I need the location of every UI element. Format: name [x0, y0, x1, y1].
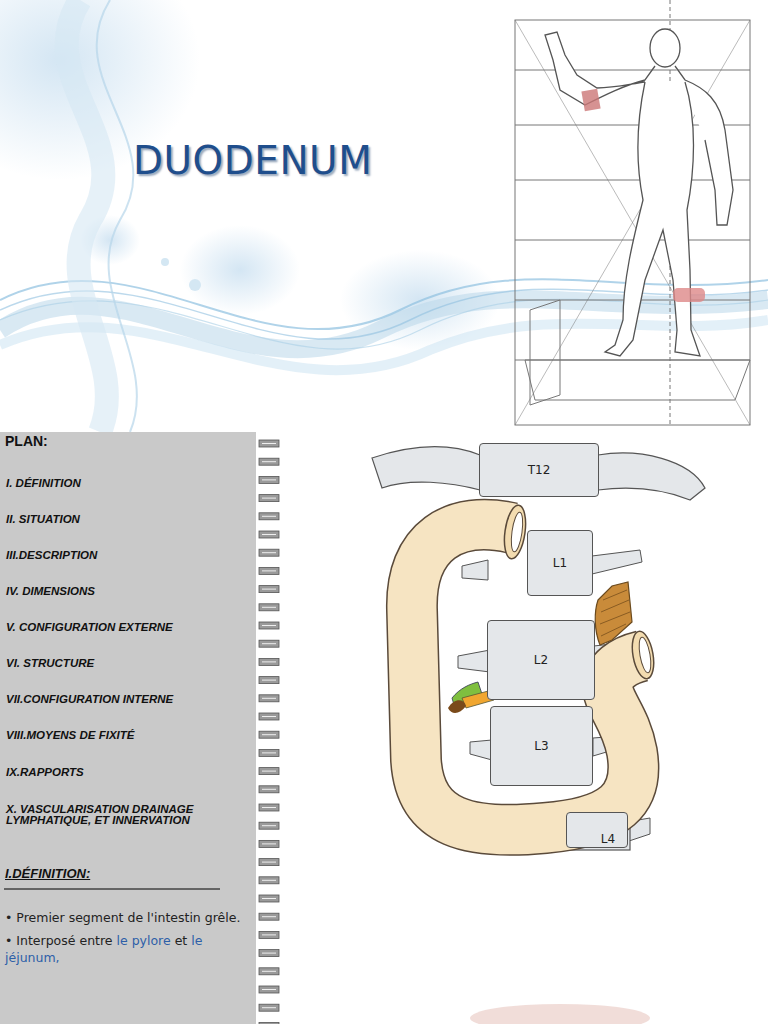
spiral-ring	[262, 625, 276, 626]
slide-title: DUODENUM	[133, 138, 372, 183]
spiral-ring	[262, 825, 276, 826]
spiral-ring	[262, 552, 276, 553]
spiral-ring	[262, 534, 276, 535]
bullet-text: • Interposé entre	[5, 933, 113, 948]
spiral-ring	[262, 516, 276, 517]
spiral-ring	[262, 807, 276, 808]
spiral-ring	[262, 789, 276, 790]
spiral-ring	[259, 640, 279, 647]
spiral-ring	[262, 934, 276, 935]
section-heading: I.DÉFINITION:	[5, 866, 90, 881]
spiral-ring	[259, 986, 279, 993]
vertebra-l3: L3	[490, 706, 593, 786]
term-link: le pylore	[117, 933, 171, 948]
plan-item: X. VASCULARISATION DRAINAGE LYMPHATIQUE,…	[6, 804, 206, 826]
spiral-ring	[259, 513, 279, 520]
vertebra-label: L3	[534, 739, 548, 753]
vertebra-label: T12	[528, 463, 551, 477]
spiral-ring	[259, 931, 279, 938]
spiral-ring	[262, 589, 276, 590]
spiral-ring	[259, 1022, 279, 1024]
plan-item: IV. DIMENSIONS	[6, 585, 95, 597]
spiral-ring	[262, 698, 276, 699]
spiral-ring	[262, 443, 276, 444]
spiral-ring	[259, 495, 279, 502]
spiral-ring	[262, 479, 276, 480]
spiral-ring	[259, 804, 279, 811]
spiral-ring	[262, 607, 276, 608]
plan-item: II. SITUATION	[6, 513, 80, 525]
spiral-ring	[262, 953, 276, 954]
spiral-ring	[259, 768, 279, 775]
bullet-text: • Premier segment de l'intestin grêle.	[5, 910, 240, 925]
spiral-ring	[259, 968, 279, 975]
spiral-ring	[259, 586, 279, 593]
spiral-ring	[259, 440, 279, 447]
spiral-ring	[259, 859, 279, 866]
spiral-ring	[259, 1004, 279, 1011]
spiral-ring	[262, 661, 276, 662]
spiral-ring	[262, 916, 276, 917]
spiral-ring	[262, 752, 276, 753]
vertebra-t12: T12	[479, 443, 599, 497]
spiral-ring	[262, 643, 276, 644]
plan-item: I. DÉFINITION	[6, 477, 81, 489]
spiral-ring	[259, 913, 279, 920]
spiral-ring	[259, 786, 279, 793]
spiral-ring	[259, 731, 279, 738]
spiral-ring	[259, 622, 279, 629]
plan-item: VII.CONFIGURATION INTERNE	[6, 693, 173, 705]
spiral-ring	[259, 658, 279, 665]
spiral-ring	[262, 461, 276, 462]
spiral-ring	[259, 749, 279, 756]
vertebra-label: L1	[553, 556, 567, 570]
plan-heading: PLAN:	[5, 433, 48, 449]
spiral-ring	[259, 713, 279, 720]
bullet-text: et	[175, 933, 188, 948]
spiral-ring	[259, 877, 279, 884]
plan-item: VIII.MOYENS DE FIXITÉ	[6, 729, 134, 741]
spiral-ring	[262, 498, 276, 499]
spiral-ring	[259, 531, 279, 538]
spiral-ring	[259, 840, 279, 847]
spiral-ring	[262, 734, 276, 735]
spiral-ring	[259, 822, 279, 829]
vitruvian-figure	[505, 0, 768, 432]
spiral-ring	[259, 567, 279, 574]
vertebra-label: L2	[534, 653, 548, 667]
vertebra-l1: L1	[527, 530, 593, 596]
vertebra-l2: L2	[487, 620, 595, 700]
spiral-ring	[259, 950, 279, 957]
spiral-ring	[262, 843, 276, 844]
plan-item: V. CONFIGURATION EXTERNE	[6, 621, 173, 633]
spiral-ring	[262, 989, 276, 990]
spiral-ring	[259, 549, 279, 556]
spiral-ring	[262, 971, 276, 972]
spiral-ring	[259, 895, 279, 902]
plan-item: VI. STRUCTURE	[6, 657, 94, 669]
vertebra-l4: L4	[566, 812, 628, 848]
spiral-ring	[259, 476, 279, 483]
plan-item: III.DESCRIPTION	[6, 549, 97, 561]
spiral-ring	[259, 458, 279, 465]
spiral-ring	[259, 677, 279, 684]
spiral-ring	[259, 604, 279, 611]
spiral-ring	[262, 1007, 276, 1008]
spiral-ring	[262, 680, 276, 681]
spiral-ring	[262, 880, 276, 881]
spiral-ring	[262, 898, 276, 899]
spiral-ring	[262, 862, 276, 863]
bullet-text: • Interposé entrele pyloreetle jéjunum,	[5, 932, 250, 966]
spiral-ring	[259, 695, 279, 702]
spiral-ring	[262, 771, 276, 772]
plan-item: IX.RAPPORTS	[6, 766, 84, 778]
spiral-ring	[262, 716, 276, 717]
spiral-ring	[262, 570, 276, 571]
vertebra-label: L4	[601, 832, 615, 846]
